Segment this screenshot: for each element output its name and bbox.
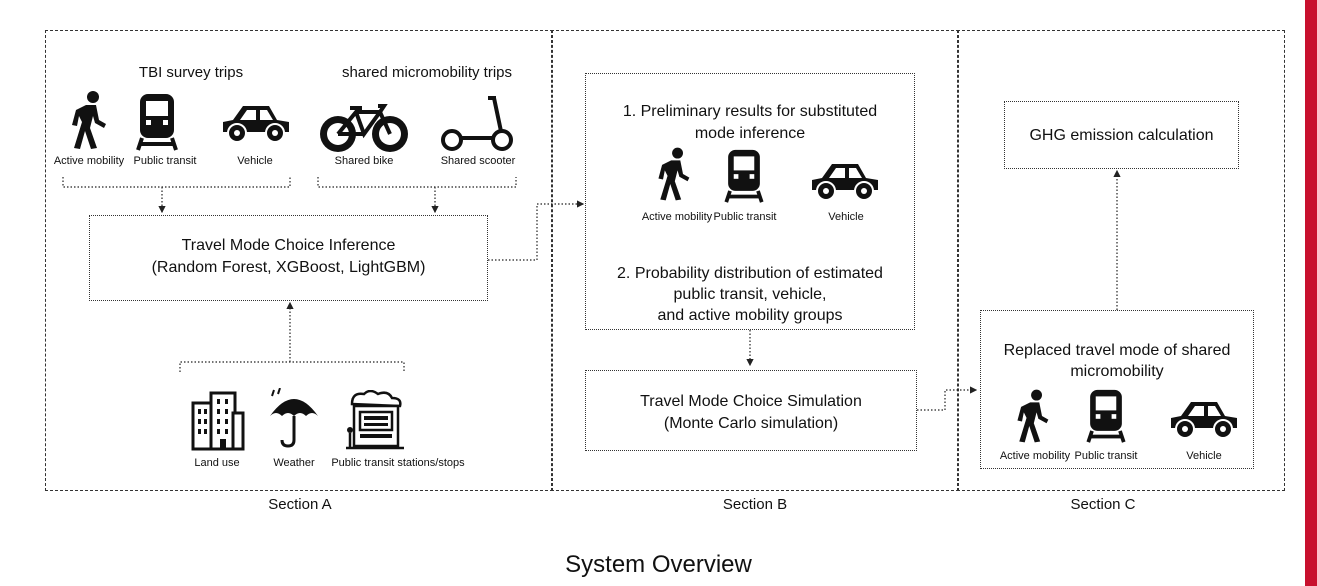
train-icon	[1086, 388, 1126, 449]
label-public-transit: Public transit	[133, 155, 197, 167]
result2-line2: public transit, vehicle,	[673, 286, 827, 303]
car-icon	[808, 158, 882, 209]
ghg-title: GHG emission calculation	[1029, 127, 1214, 144]
inference-box	[89, 215, 488, 301]
label-land-use: Land use	[194, 457, 240, 469]
simulation-title: Travel Mode Choice Simulation	[640, 393, 862, 410]
section-c-caption: Section C	[1070, 496, 1136, 513]
ghg-box	[1004, 101, 1239, 169]
section-a-frame	[45, 30, 553, 491]
replaced-line1: Replaced travel mode of shared	[1003, 342, 1231, 359]
results-box	[585, 73, 915, 330]
section-c-frame	[957, 30, 1285, 491]
walking-person-icon	[653, 146, 693, 207]
label-public-transit: Public transit	[1074, 450, 1138, 462]
label-weather: Weather	[273, 457, 315, 469]
result2-line1: 2. Probability distribution of estimated	[617, 265, 883, 282]
replaced-line2: micromobility	[1070, 363, 1164, 380]
replaced-mode-box	[980, 310, 1254, 469]
label-active-mobility: Active mobility	[641, 211, 713, 223]
label-vehicle: Vehicle	[828, 211, 864, 223]
label-active-mobility: Active mobility	[53, 155, 125, 167]
label-shared-scooter: Shared scooter	[440, 155, 516, 167]
label-shared-bike: Shared bike	[334, 155, 394, 167]
car-icon	[1167, 396, 1241, 447]
result1-line1: 1. Preliminary results for substituted	[622, 103, 878, 120]
scooter-icon	[440, 94, 514, 157]
walking-person-icon	[1012, 388, 1052, 449]
label-transit-stations: Public transit stations/stops	[331, 457, 465, 469]
result1-line2: mode inference	[694, 125, 806, 142]
section-b-caption: Section B	[722, 496, 788, 513]
train-icon	[136, 92, 178, 157]
section-b-frame	[551, 30, 959, 491]
simulation-method: (Monte Carlo simulation)	[663, 415, 839, 432]
micromobility-trips-title: shared micromobility trips	[341, 64, 513, 81]
label-public-transit: Public transit	[713, 211, 777, 223]
label-vehicle: Vehicle	[1186, 450, 1222, 462]
bicycle-icon	[318, 104, 410, 159]
result2-line3: and active mobility groups	[657, 307, 843, 324]
train-icon	[724, 148, 764, 209]
section-a-caption: Section A	[268, 496, 332, 513]
diagram-title: System Overview	[565, 551, 752, 578]
umbrella-icon	[266, 387, 322, 453]
walking-person-icon	[66, 90, 110, 155]
building-icon	[189, 389, 245, 456]
label-active-mobility: Active mobility	[999, 450, 1071, 462]
car-icon	[219, 100, 293, 151]
simulation-box	[585, 370, 917, 451]
survey-trips-title: TBI survey trips	[138, 64, 244, 81]
station-icon	[344, 389, 406, 455]
inference-title: Travel Mode Choice Inference	[181, 237, 396, 254]
inference-models: (Random Forest, XGBoost, LightGBM)	[151, 259, 426, 276]
accent-bar	[1305, 0, 1317, 586]
label-vehicle: Vehicle	[237, 155, 273, 167]
